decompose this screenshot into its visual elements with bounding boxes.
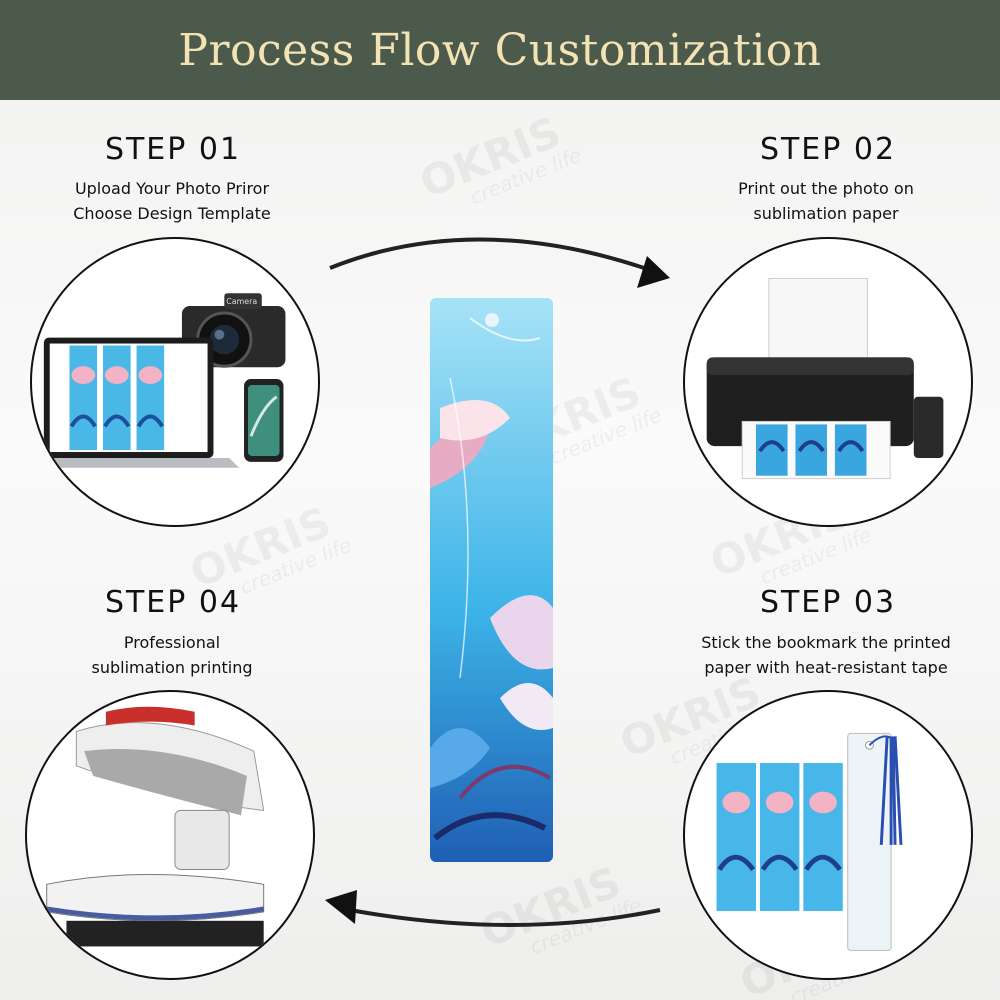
step-04-title: STEP 04: [104, 585, 242, 620]
page-title: Process Flow Customization: [178, 24, 822, 76]
step-01-title: STEP 01: [104, 132, 242, 167]
step-02-desc-line1: Print out the photo on: [738, 179, 914, 198]
devices-icon: Camera: [32, 293, 286, 468]
step-01-desc-line2: Choose Design Template: [73, 204, 271, 223]
step-04-desc-line1: Professional: [123, 633, 221, 652]
arrow-left-icon: [325, 890, 661, 927]
step-03-image: [683, 690, 973, 980]
step-03-desc-line2: paper with heat-resistant tape: [704, 658, 948, 677]
heat-press-icon: [46, 706, 265, 947]
step-04-image: [25, 690, 315, 980]
bookmark-product-image: [430, 298, 553, 862]
step-02-image: [683, 237, 973, 527]
step-03-desc-line1: Stick the bookmark the printed: [701, 633, 951, 652]
bookmark-tassel-icon: [716, 732, 903, 951]
step-04-desc-line2: sublimation printing: [91, 658, 253, 677]
step-03-title: STEP 03: [759, 585, 897, 620]
step-01-desc-line1: Upload Your Photo Priror: [74, 179, 270, 198]
header-banner: Process Flow Customization: [0, 0, 1000, 100]
step-01-image: Camera: [30, 237, 320, 527]
step-02-title: STEP 02: [759, 132, 897, 167]
arrow-right-icon: [329, 237, 670, 288]
step-02-desc-line2: sublimation paper: [753, 204, 899, 223]
camera-label: Camera: [226, 297, 257, 306]
printer-icon: [706, 277, 944, 480]
